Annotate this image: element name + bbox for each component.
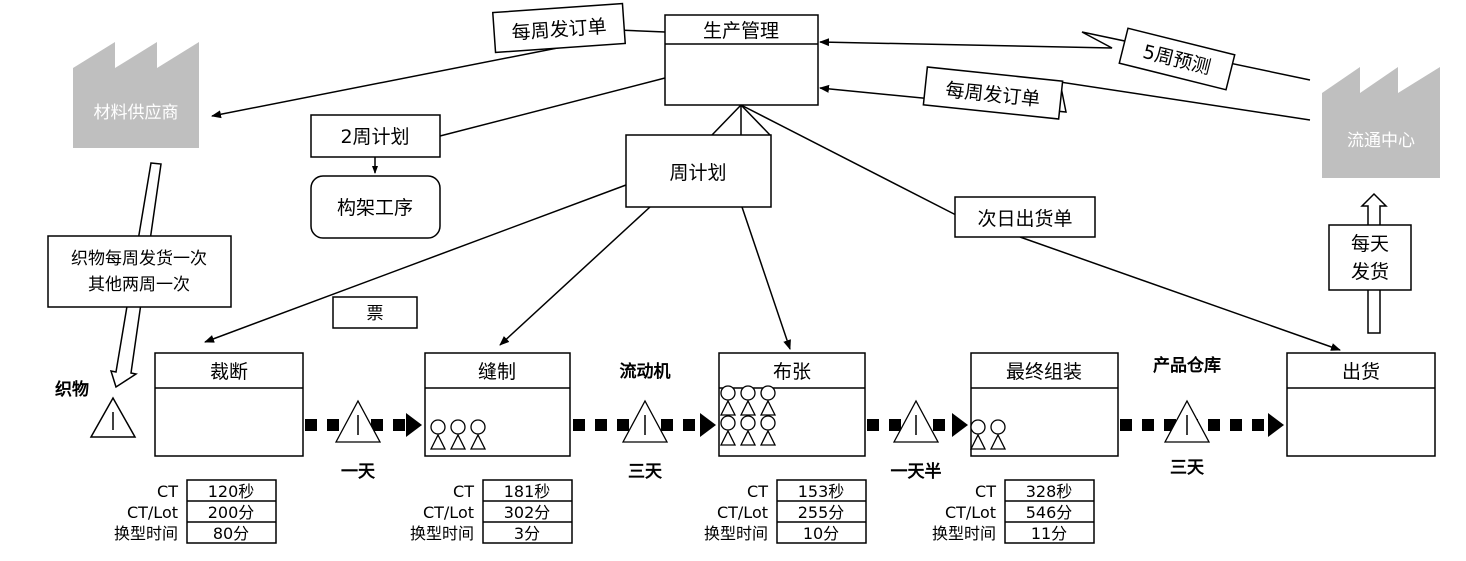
data-box-sewing: CT CT/Lot 换型时间 181秒 302分 3分 bbox=[410, 479, 573, 544]
operator-icon bbox=[469, 419, 487, 450]
supplier-label: 材料供应商 bbox=[94, 103, 179, 123]
shipping-name: 出货 bbox=[1342, 361, 1380, 383]
operator-icon bbox=[969, 419, 987, 450]
changeover-label: 换型时间 bbox=[704, 524, 768, 543]
ct-lot-value: 255分 bbox=[798, 503, 845, 522]
process-cutting: 裁断 bbox=[154, 352, 304, 457]
customer-label: 流通中心 bbox=[1347, 131, 1415, 151]
customer-shipment: 每天 发货 bbox=[1328, 192, 1412, 334]
supplier-factory: 材料供应商 bbox=[73, 42, 199, 148]
ct-lot-value: 200分 bbox=[208, 503, 255, 522]
customer-shipping-line2: 发货 bbox=[1351, 261, 1389, 283]
operator-icon bbox=[739, 385, 757, 416]
inventory-triangle bbox=[892, 399, 940, 443]
order-flow-from-customer: 每周发订单 bbox=[819, 66, 1311, 121]
data-box-cutting: CT CT/Lot 换型时间 120秒 200分 80分 bbox=[114, 479, 277, 544]
supplier-shipment: 织物每周发货一次 其他两周一次 bbox=[47, 162, 232, 389]
process-name: 布张 bbox=[773, 361, 811, 383]
ct-label: CT bbox=[747, 482, 768, 501]
order-flow-to-supplier: 每周发订单 bbox=[211, 2, 666, 119]
forecast-flow: 5周预测 bbox=[819, 27, 1311, 91]
operator-icon bbox=[429, 419, 447, 450]
customer-factory: 流通中心 bbox=[1322, 67, 1440, 178]
frame-process-label: 构架工序 bbox=[337, 197, 413, 219]
ct-lot-label: CT/Lot bbox=[423, 503, 474, 522]
operator-icon bbox=[719, 415, 737, 446]
next-day-shipping-flow: 次日出货单 bbox=[740, 104, 1341, 351]
operator-icon bbox=[739, 415, 757, 446]
changeover-value: 11分 bbox=[1031, 524, 1067, 543]
operator-icon bbox=[759, 415, 777, 446]
inventory-fabric: 织物 bbox=[55, 379, 137, 438]
process-name: 裁断 bbox=[210, 361, 248, 383]
ct-lot-label: CT/Lot bbox=[717, 503, 768, 522]
process-sewing: 缝制 bbox=[424, 352, 571, 457]
inventory-fabric-label: 织物 bbox=[55, 379, 89, 400]
inventory-1-label: 一天 bbox=[341, 462, 376, 482]
process-shipping: 出货 bbox=[1286, 352, 1436, 457]
inventory-2-top-label: 流动机 bbox=[620, 361, 671, 382]
changeover-value: 3分 bbox=[514, 524, 540, 543]
ct-value: 328秒 bbox=[1026, 482, 1073, 501]
ct-label: CT bbox=[157, 482, 178, 501]
inventory-3-label: 一天半 bbox=[891, 461, 942, 482]
inventory-4-top-label: 产品仓库 bbox=[1153, 355, 1221, 376]
push-arrows-layer bbox=[305, 399, 1284, 443]
process-name: 缝制 bbox=[478, 361, 516, 383]
customer-shipping-line1: 每天 bbox=[1351, 233, 1389, 255]
ct-value: 120秒 bbox=[208, 482, 255, 501]
changeover-label: 换型时间 bbox=[114, 524, 178, 543]
changeover-label: 换型时间 bbox=[410, 524, 474, 543]
changeover-label: 换型时间 bbox=[932, 524, 996, 543]
changeover-value: 80分 bbox=[213, 524, 249, 543]
inventory-triangle bbox=[621, 399, 669, 443]
inventory-triangle bbox=[1163, 399, 1211, 443]
data-box-assembly: CT CT/Lot 换型时间 328秒 546分 11分 bbox=[932, 479, 1095, 544]
operator-icon bbox=[719, 385, 737, 416]
weekly-plan-label: 周计划 bbox=[669, 162, 726, 184]
next-day-shipping-label: 次日出货单 bbox=[977, 208, 1072, 230]
operator-icon bbox=[759, 385, 777, 416]
ct-lot-label: CT/Lot bbox=[127, 503, 178, 522]
two-week-plan-label: 2周计划 bbox=[340, 126, 409, 148]
two-week-plan: 2周计划 构架工序 bbox=[310, 77, 666, 239]
ct-lot-value: 302分 bbox=[504, 503, 551, 522]
ct-label: CT bbox=[453, 482, 474, 501]
production-control-title: 生产管理 bbox=[703, 20, 779, 42]
ticket-label: 票 bbox=[367, 304, 384, 324]
production-control: 生产管理 bbox=[664, 14, 819, 106]
inventory-2-label: 三天 bbox=[628, 462, 663, 482]
ct-value: 153秒 bbox=[798, 482, 845, 501]
data-box-upholstery: CT CT/Lot 换型时间 153秒 255分 10分 bbox=[704, 479, 867, 544]
supplier-shipping-line1: 织物每周发货一次 bbox=[71, 249, 207, 269]
ct-lot-value: 546分 bbox=[1026, 503, 1073, 522]
supplier-shipping-line2: 其他两周一次 bbox=[88, 275, 190, 295]
inventory-triangle bbox=[334, 399, 382, 443]
process-assembly: 最终组装 bbox=[970, 352, 1119, 457]
ct-lot-label: CT/Lot bbox=[945, 503, 996, 522]
ct-value: 181秒 bbox=[504, 482, 551, 501]
ct-label: CT bbox=[975, 482, 996, 501]
operator-icon bbox=[989, 419, 1007, 450]
inventory-4-label: 三天 bbox=[1170, 458, 1205, 478]
process-name: 最终组装 bbox=[1006, 361, 1082, 383]
changeover-value: 10分 bbox=[803, 524, 839, 543]
operator-icon bbox=[449, 419, 467, 450]
weekly-plan-flow: 周计划 票 bbox=[204, 104, 791, 350]
operators-layer bbox=[429, 385, 1007, 450]
process-upholstery: 布张 bbox=[718, 352, 866, 457]
